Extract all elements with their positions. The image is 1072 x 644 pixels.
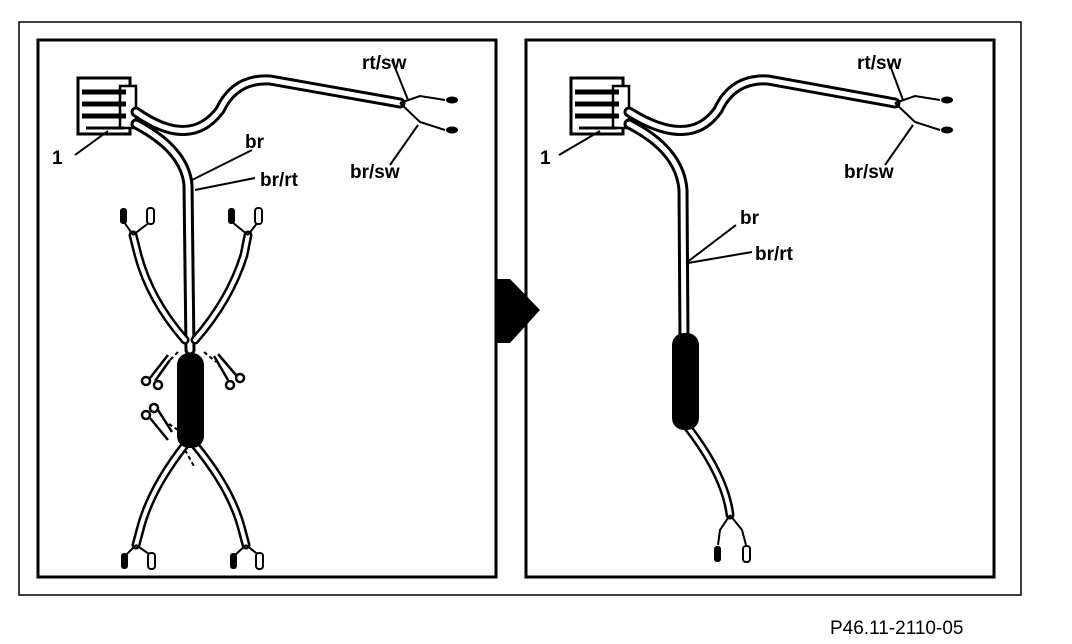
- left-panel: 1 rt/sw br/sw br br/rt: [36, 38, 498, 579]
- cable-vertical: [623, 118, 690, 346]
- wire-ends-lower: [717, 514, 747, 546]
- cable-top: [130, 74, 406, 136]
- label-br: br: [245, 132, 265, 153]
- scissors-icon: [140, 354, 172, 391]
- label-br: br: [740, 208, 760, 229]
- wire-ends-top-right: [399, 94, 458, 134]
- branch-lower: [681, 420, 735, 520]
- scissors-icon: [140, 402, 174, 441]
- leader-lines: [558, 59, 914, 264]
- label-rt-sw: rt/sw: [857, 53, 902, 74]
- right-panel: 1 rt/sw br/sw br br/rt: [524, 38, 996, 579]
- figure-code: P46.11-2110-05: [830, 618, 964, 639]
- wire-ends-lower: [124, 544, 261, 557]
- arrow-right-icon: [496, 279, 540, 343]
- outer-frame: [18, 21, 1022, 596]
- cut-lines: [165, 351, 217, 469]
- wire-ends-top-right: [894, 94, 953, 134]
- label-br-rt: br/rt: [260, 170, 299, 191]
- connector-block-icon: [569, 76, 631, 136]
- label-rt-sw: rt/sw: [362, 53, 407, 74]
- connector-block-icon: [76, 76, 138, 136]
- shrink-sleeve: [177, 353, 204, 448]
- cable-top: [623, 74, 901, 136]
- label-1: 1: [540, 148, 551, 169]
- scissors-icon: [212, 353, 246, 391]
- shrink-sleeve: [672, 333, 699, 430]
- label-br-sw: br/sw: [844, 162, 894, 183]
- right-panel-border: [524, 38, 996, 579]
- label-br-sw: br/sw: [350, 162, 400, 183]
- label-1: 1: [52, 148, 63, 169]
- leader-lines: [74, 59, 419, 191]
- label-br-rt: br/rt: [755, 244, 794, 265]
